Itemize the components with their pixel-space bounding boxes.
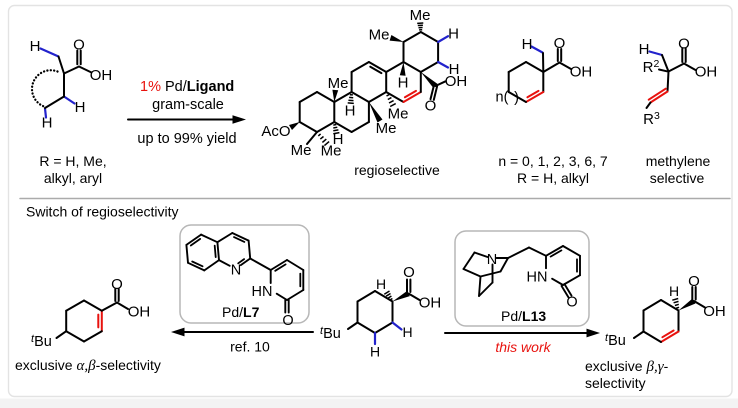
svg-text:H: H (333, 131, 344, 148)
svg-text:regioselective: regioselective (354, 162, 440, 178)
svg-text:H: H (669, 283, 679, 299)
svg-text:exclusive β,γ-: exclusive β,γ- (585, 358, 669, 375)
svg-text:OH: OH (90, 67, 113, 84)
svg-text:selective: selective (650, 170, 705, 186)
svg-text:this work: this work (495, 339, 551, 355)
svg-text:Me: Me (328, 75, 349, 92)
svg-text:n(: n( (496, 90, 509, 106)
svg-text:HN: HN (527, 270, 548, 286)
svg-text:Switch of regioselectivity: Switch of regioselectivity (26, 204, 179, 220)
svg-text:alkyl, aryl: alkyl, aryl (44, 170, 102, 186)
svg-text:n = 0, 1, 2, 3, 6, 7: n = 0, 1, 2, 3, 6, 7 (498, 153, 608, 169)
svg-text:O: O (678, 36, 690, 53)
svg-text:R = H, Me,: R = H, Me, (39, 153, 106, 169)
svg-text:selectivity: selectivity (585, 375, 646, 391)
svg-text:HN: HN (252, 284, 273, 300)
svg-text:N: N (231, 263, 241, 279)
svg-text:methylene: methylene (646, 153, 711, 169)
svg-text:H: H (448, 26, 459, 43)
svg-text:H: H (522, 36, 533, 53)
svg-text:O: O (282, 313, 293, 329)
svg-text:1% Pd/Ligand: 1% Pd/Ligand (140, 79, 234, 95)
svg-text:tBu: tBu (605, 332, 626, 349)
svg-text:O: O (111, 276, 123, 293)
svg-text:Me: Me (376, 120, 397, 137)
svg-text:H: H (42, 115, 53, 132)
svg-text:Me: Me (388, 106, 409, 123)
svg-text:H: H (402, 324, 412, 340)
svg-text:H: H (370, 344, 380, 360)
svg-text:O: O (566, 295, 577, 311)
svg-text:exclusive α,β-selectivity: exclusive α,β-selectivity (15, 357, 161, 374)
svg-text:Me: Me (321, 143, 342, 160)
svg-text:): ) (514, 90, 519, 106)
svg-text:O: O (73, 37, 85, 54)
svg-text:OH: OH (419, 295, 442, 312)
svg-text:OH: OH (703, 303, 726, 320)
svg-text:R = H, alkyl: R = H, alkyl (517, 170, 589, 186)
svg-text:O: O (554, 35, 566, 52)
svg-text:OH: OH (445, 73, 468, 90)
svg-text:N: N (487, 252, 497, 268)
svg-text:Pd/L7: Pd/L7 (222, 304, 260, 320)
svg-text:H: H (345, 103, 356, 120)
svg-text:Me: Me (291, 142, 312, 159)
svg-text:H: H (75, 99, 86, 116)
svg-text:ref. 10: ref. 10 (230, 339, 270, 355)
svg-text:O: O (403, 264, 415, 281)
svg-text:AcO: AcO (261, 123, 290, 140)
svg-text:tBu: tBu (31, 333, 52, 350)
svg-text:H: H (639, 41, 650, 58)
svg-text:H: H (449, 61, 460, 78)
svg-text:O: O (688, 273, 700, 290)
svg-text:OH: OH (570, 64, 593, 81)
svg-text:H: H (376, 276, 386, 292)
svg-text:H: H (398, 75, 409, 92)
svg-text:OH: OH (695, 64, 718, 81)
svg-text:O: O (425, 98, 437, 115)
svg-text:OH: OH (128, 304, 151, 321)
svg-text:H: H (30, 38, 41, 55)
svg-text:Me: Me (410, 7, 431, 24)
svg-text:gram-scale: gram-scale (152, 97, 224, 113)
svg-text:Pd/L13: Pd/L13 (501, 308, 546, 324)
svg-text:up to 99% yield: up to 99% yield (137, 131, 236, 147)
svg-text:Me: Me (369, 27, 390, 44)
svg-text:tBu: tBu (320, 325, 341, 342)
